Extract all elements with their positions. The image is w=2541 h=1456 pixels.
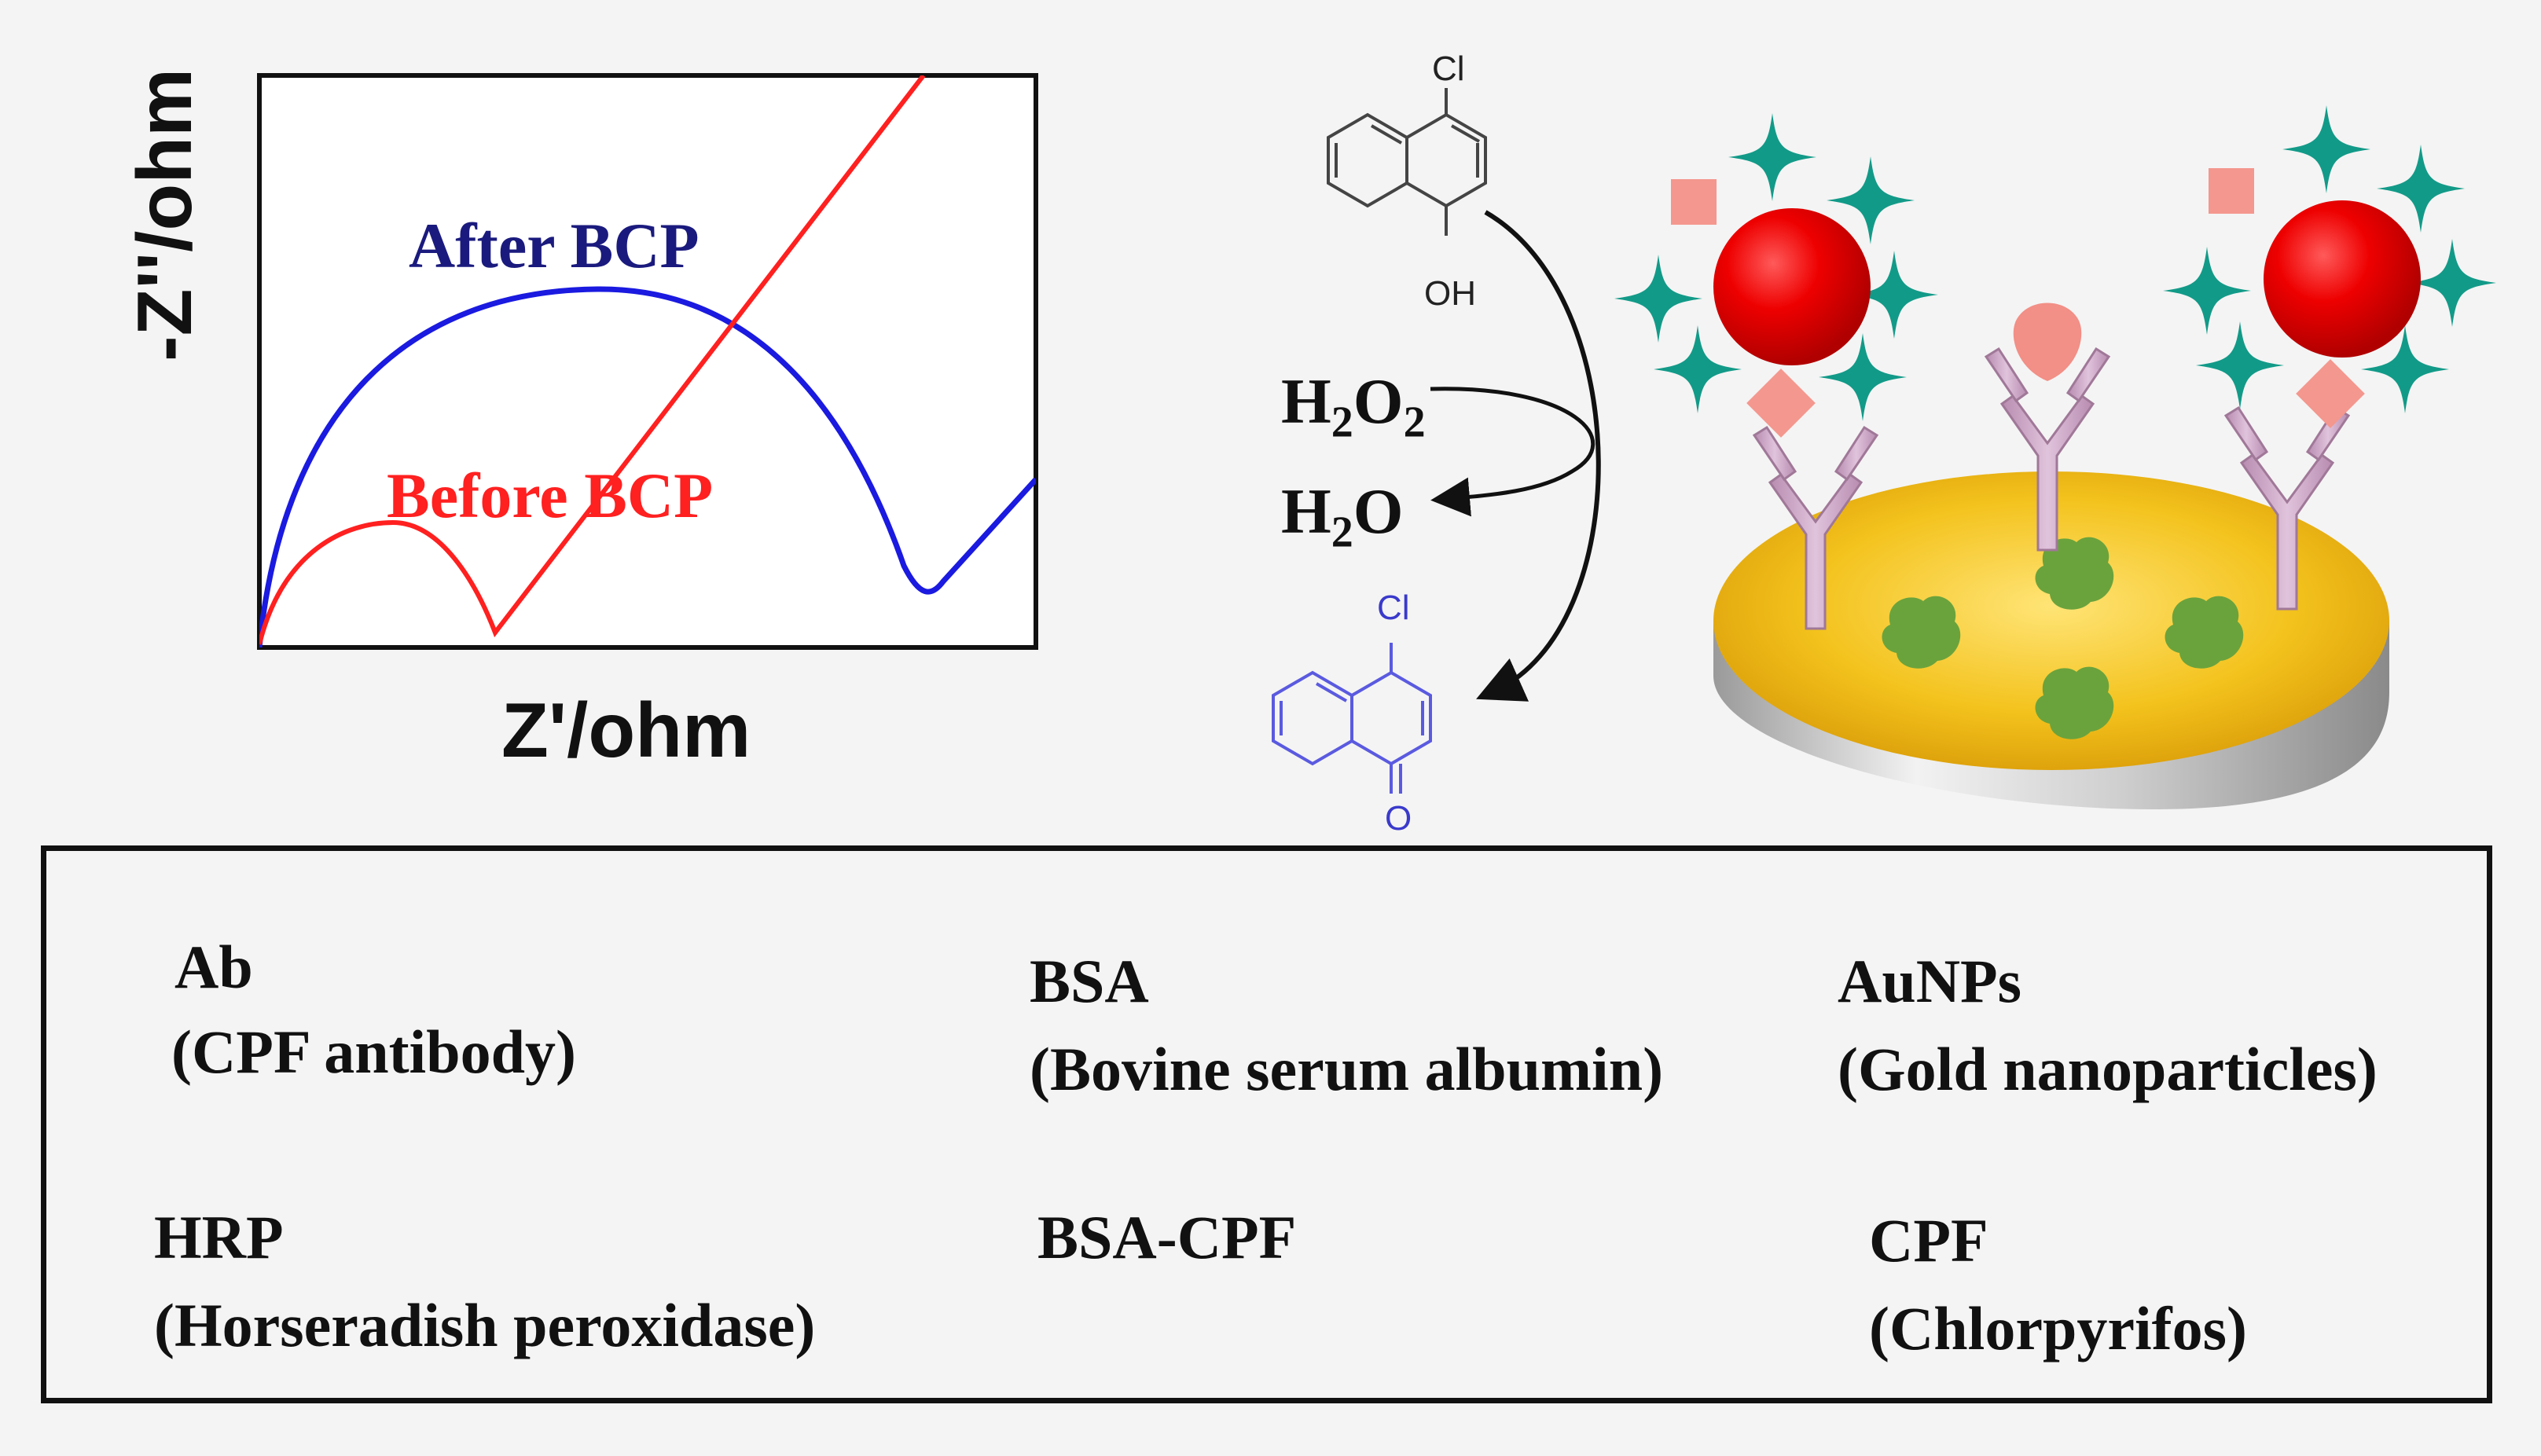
reactant-oh-label: OH	[1424, 274, 1476, 313]
product-cl-label: Cl	[1377, 589, 1410, 627]
bound-cpf	[2013, 303, 2082, 381]
y-axis-title: -Z''/ohm	[121, 68, 207, 361]
legend-hrp-name: HRP	[154, 1203, 284, 1271]
legend-ab-desc: (CPF antibody)	[171, 1018, 576, 1086]
legend-aunps-desc: (Gold nanoparticles)	[1838, 1035, 2378, 1103]
legend-ab-name: Ab	[174, 933, 253, 1001]
h2o-label: H2O	[1281, 475, 1404, 557]
product-naphthalenone	[1272, 643, 1432, 794]
h2o2-label: H2O2	[1281, 365, 1426, 447]
after-bcp-curve	[259, 286, 1036, 647]
reaction-arrow	[1476, 210, 1601, 702]
legend-cpf-name: CPF	[1869, 1206, 1988, 1274]
aunp-conjugate-right	[2163, 105, 2496, 428]
plot-frame	[257, 73, 1038, 650]
cofactor-arrow	[1430, 387, 1595, 517]
product-o-label: O	[1385, 799, 1412, 838]
x-axis-title: Z'/ohm	[501, 687, 751, 773]
impedance-plot	[257, 73, 1038, 650]
legend-bsacpf-name: BSA-CPF	[1037, 1203, 1297, 1271]
legend-bsa-name: BSA	[1030, 947, 1149, 1015]
legend-bsa-desc: (Bovine serum albumin)	[1030, 1035, 1664, 1103]
legend-hrp-desc: (Horseradish peroxidase)	[154, 1291, 816, 1359]
aunp-conjugate-left	[1614, 113, 1938, 438]
reactant-cl-label: Cl	[1432, 50, 1465, 88]
before-bcp-curve	[259, 75, 926, 645]
after-bcp-label: After BCP	[409, 210, 700, 281]
reactant-naphthol	[1327, 88, 1487, 236]
before-bcp-label: Before BCP	[387, 460, 714, 531]
legend-box	[41, 845, 2492, 1403]
legend-aunps-name: AuNPs	[1838, 947, 2022, 1015]
legend-cpf-desc: (Chlorpyrifos)	[1869, 1294, 2247, 1362]
